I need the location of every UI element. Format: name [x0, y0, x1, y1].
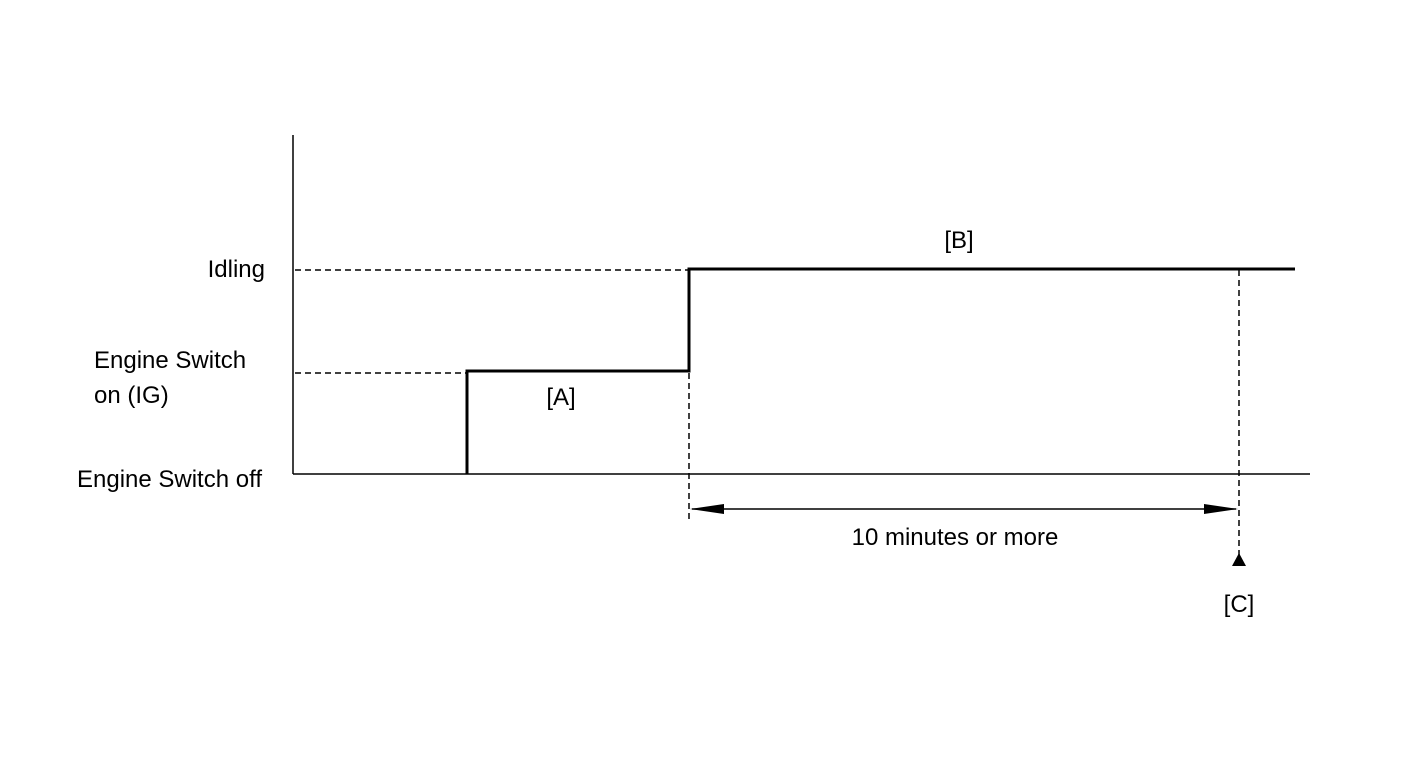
- duration-arrow-right-icon: [1204, 504, 1238, 514]
- point-label-c: [C]: [1224, 591, 1255, 618]
- level-label-idling: Idling: [208, 256, 265, 283]
- duration-label: 10 minutes or more: [852, 524, 1059, 551]
- phase-label-a: [A]: [546, 384, 575, 411]
- level-label-engine-switch-off: Engine Switch off: [77, 466, 262, 493]
- duration-arrow-left-icon: [690, 504, 724, 514]
- phase-label-b: [B]: [944, 227, 973, 254]
- engine-state-step-line: [465, 267, 1295, 474]
- point-c-triangle-icon: [1232, 553, 1246, 566]
- level-label-engine-switch-on-line2: on (IG): [94, 382, 169, 409]
- level-label-engine-switch-on-line1: Engine Switch: [94, 347, 246, 374]
